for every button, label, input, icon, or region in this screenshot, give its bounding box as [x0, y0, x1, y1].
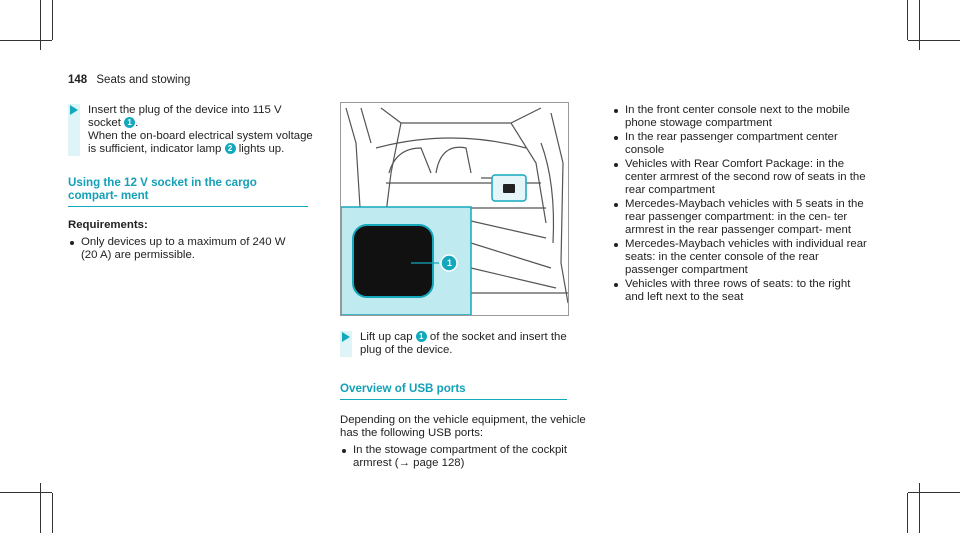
crop-mark — [907, 0, 908, 40]
crop-mark — [919, 483, 920, 533]
crop-mark — [0, 40, 52, 41]
requirements-list: Only devices up to a maximum of 240 W (2… — [68, 236, 298, 262]
cargo-socket-illustration: 1 — [340, 102, 569, 316]
usb-port-list: In the front center console next to the … — [612, 104, 870, 304]
cargo-area-drawing — [341, 107, 568, 315]
step-text: Lift up cap — [360, 331, 413, 343]
step-text: . — [135, 117, 139, 129]
list-item: In the rear passenger compartment center… — [612, 131, 870, 157]
list-item: In the stowage compartment of the cockpi… — [340, 444, 570, 470]
list-item: Mercedes-Maybach vehicles with 5 seats i… — [612, 198, 870, 237]
right-column: In the front center console next to the … — [612, 104, 870, 305]
callout-badge-1: 1 — [415, 331, 427, 343]
middle-column: Lift up cap 1 of the socket and insert t… — [340, 331, 595, 471]
crop-mark — [908, 492, 960, 493]
step-text: socket — [88, 117, 121, 129]
crop-mark — [919, 0, 920, 50]
step-arrow-icon — [342, 332, 350, 342]
page-number: 148 — [68, 74, 88, 86]
step-text: of the socket and insert the — [429, 331, 567, 343]
instruction-step: Insert the plug of the device into 115 V… — [68, 104, 324, 156]
step-line: plug of the device. — [360, 344, 453, 356]
left-column: Insert the plug of the device into 115 V… — [68, 104, 324, 263]
crop-mark — [908, 40, 960, 41]
instruction-step: Lift up cap 1 of the socket and insert t… — [340, 331, 595, 357]
section-heading: Using the 12 V socket in the cargo compa… — [68, 176, 308, 207]
section-heading: Overview of USB ports — [340, 382, 567, 400]
figure-callout-1: 1 — [446, 258, 452, 268]
crop-mark — [0, 492, 52, 493]
step-text: is sufficient, indicator lamp — [88, 143, 222, 155]
list-item: Only devices up to a maximum of 240 W (2… — [68, 236, 298, 262]
step-line: Lift up cap 1 of the socket and insert t… — [360, 331, 595, 344]
intro-paragraph: Depending on the vehicle equipment, the … — [340, 414, 586, 439]
step-line: is sufficient, indicator lamp 2 lights u… — [88, 143, 324, 156]
usb-port-list: In the stowage compartment of the cockpi… — [340, 444, 570, 470]
step-line: When the on-board electrical system volt… — [88, 130, 313, 142]
list-item: In the front center console next to the … — [612, 104, 870, 130]
requirements-label: Requirements: — [68, 219, 148, 231]
crop-mark — [40, 483, 41, 533]
step-arrow-icon — [70, 105, 78, 115]
crop-mark — [40, 0, 41, 50]
list-item: Vehicles with three rows of seats: to th… — [612, 278, 870, 304]
crop-mark — [52, 493, 53, 533]
crop-mark — [907, 493, 908, 533]
step-line: socket 1. — [88, 117, 324, 130]
page-header: 148 Seats and stowing — [68, 74, 190, 86]
section-title: Seats and stowing — [96, 74, 191, 86]
callout-badge-1: 1 — [124, 117, 136, 129]
list-item: Vehicles with Rear Comfort Package: in t… — [612, 158, 870, 197]
crop-mark — [52, 0, 53, 40]
step-line: Insert the plug of the device into 115 V — [88, 104, 282, 116]
step-bar — [68, 104, 80, 156]
list-item: Mercedes-Maybach vehicles with individua… — [612, 238, 870, 277]
callout-badge-2: 2 — [224, 143, 236, 155]
step-text: lights up. — [238, 143, 285, 155]
